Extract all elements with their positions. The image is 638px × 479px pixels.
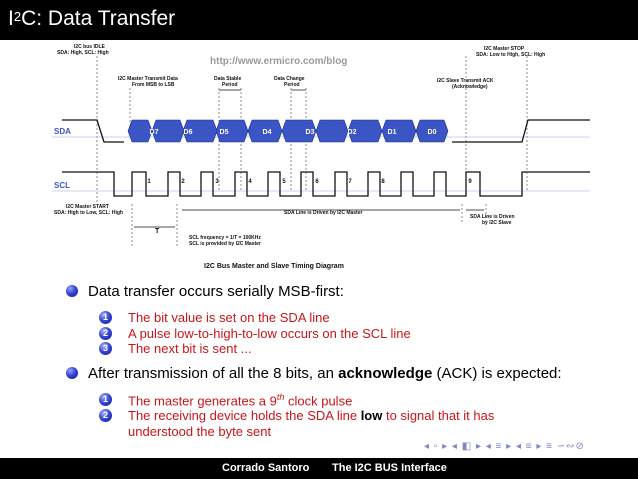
ann-sda-master: SDA Line is Driven by I2C Master — [284, 210, 363, 216]
item-text: The master generates a 9 — [128, 393, 277, 409]
title-superscript: 2 — [13, 9, 22, 24]
clock-6: 6 — [315, 179, 319, 185]
bit-d0: D0 — [428, 129, 437, 136]
title-text: I — [8, 7, 14, 30]
ann-stable-1: Data Stable — [214, 76, 241, 82]
clock-3: 3 — [215, 179, 219, 185]
bit-d3: D3 — [306, 129, 315, 136]
ann-t: T — [155, 228, 160, 235]
clock-4: 4 — [248, 179, 252, 185]
diagram-caption: I2C Bus Master and Slave Timing Diagram — [204, 263, 344, 270]
bit-d1: D1 — [388, 129, 397, 136]
ann-ack-2: (Acknowledge) — [452, 84, 488, 90]
slide-title: I2C: Data Transfer — [8, 6, 175, 32]
number-marker-icon: 2 — [99, 327, 112, 340]
ann-ack-1: I2C Slave Transmit ACK — [437, 78, 494, 84]
bit-d5: D5 — [220, 129, 229, 136]
number-marker-icon: 2 — [99, 409, 112, 422]
beamer-navigation-icons[interactable]: ◂ ▫ ▸ ◂ ◧ ▸ ◂ ≡ ▸ ◂ ≡ ▸ ≡ ∽∾⊘ — [424, 441, 585, 452]
item-text-bold: low — [360, 408, 383, 423]
number-marker-icon: 3 — [99, 342, 112, 355]
bullet-2-item-2-text: The receiving device holds the SDA line … — [128, 408, 494, 423]
clock-7: 7 — [348, 179, 352, 185]
footer-author: Corrado Santoro — [222, 462, 310, 474]
bullet-2-item-1-text: The master generates a 9th clock pulse — [128, 392, 352, 408]
ann-start-2: SDA: High to Low, SCL: High — [54, 210, 123, 216]
item-text-rest: clock pulse — [284, 393, 353, 409]
footer-talk-title: The I2C BUS Interface — [332, 462, 447, 474]
bullet-ball-icon — [66, 285, 78, 297]
timing-diagram: http://www.ermicro.com/blog I2C bus IDLE… — [52, 44, 590, 270]
title-text-rest: C: Data Transfer — [21, 7, 176, 30]
item-text-continuation: understood the byte sent — [128, 424, 272, 439]
ann-start-1: I2C Master START — [66, 204, 109, 210]
item-text-rest: to signal that it has — [382, 408, 495, 423]
clock-8: 8 — [381, 179, 385, 185]
ann-idle-1: I2C bus IDLE — [74, 44, 106, 50]
ann-idle-2: SDA: High, SCL: High — [57, 50, 109, 56]
ann-sda-slave-1: SDA Line is Driven — [470, 214, 515, 220]
ann-stop-2: SDA: Low to High, SCL: High — [476, 52, 545, 58]
bullet-ball-icon — [66, 367, 78, 379]
bullet-2-text-bold: acknowledge — [338, 365, 433, 382]
clock-2: 2 — [181, 179, 185, 185]
bullet-1-item-3-text: The next bit is sent ... — [128, 341, 252, 356]
bit-d2: D2 — [348, 129, 357, 136]
bullet-2-text-pre: After transmission of all the 8 bits, an — [88, 365, 339, 382]
clock-5: 5 — [282, 179, 286, 185]
bullet-2-text-post: (ACK) is expected: — [432, 365, 562, 382]
ann-master-tx-2: From MSB to LSB — [132, 82, 175, 88]
ann-stop-1: I2C Master STOP — [484, 46, 525, 52]
bullet-1-text: Data transfer occurs serially MSB-first: — [88, 283, 344, 300]
ann-freq-2: SCL is provided by I2C Master — [189, 241, 261, 247]
number-marker-icon: 1 — [99, 393, 112, 406]
ann-sda-slave-2: by I2C Slave — [482, 220, 512, 226]
bullet-1-item-2-text: A pulse low-to-high-to-low occurs on the… — [128, 326, 411, 341]
clock-9: 9 — [468, 179, 472, 185]
diagram-url: http://www.ermicro.com/blog — [210, 56, 347, 67]
bit-d4: D4 — [263, 129, 272, 136]
footer-bar: Corrado Santoro The I2C BUS Interface — [0, 458, 638, 479]
ann-freq-1: SCL frequency = 1/T = 100KHz — [189, 235, 261, 241]
title-bar: I2C: Data Transfer — [0, 0, 638, 40]
item-superscript: th — [276, 392, 285, 402]
bullet-1-item-1-text: The bit value is set on the SDA line — [128, 310, 330, 325]
number-marker-icon: 1 — [99, 311, 112, 324]
clock-1: 1 — [147, 179, 151, 185]
scl-label: SCL — [54, 181, 70, 190]
ann-change-2: Period — [284, 82, 300, 88]
bullet-2-text: After transmission of all the 8 bits, an… — [88, 365, 562, 382]
bit-d6: D6 — [184, 129, 193, 136]
item-text: The receiving device holds the SDA line — [128, 408, 361, 423]
ann-master-tx-1: I2C Master Transmit Data — [118, 76, 178, 82]
bit-d7: D7 — [150, 129, 159, 136]
ann-stable-2: Period — [222, 82, 238, 88]
sda-label: SDA — [54, 127, 71, 136]
ann-change-1: Data Change — [274, 76, 305, 82]
